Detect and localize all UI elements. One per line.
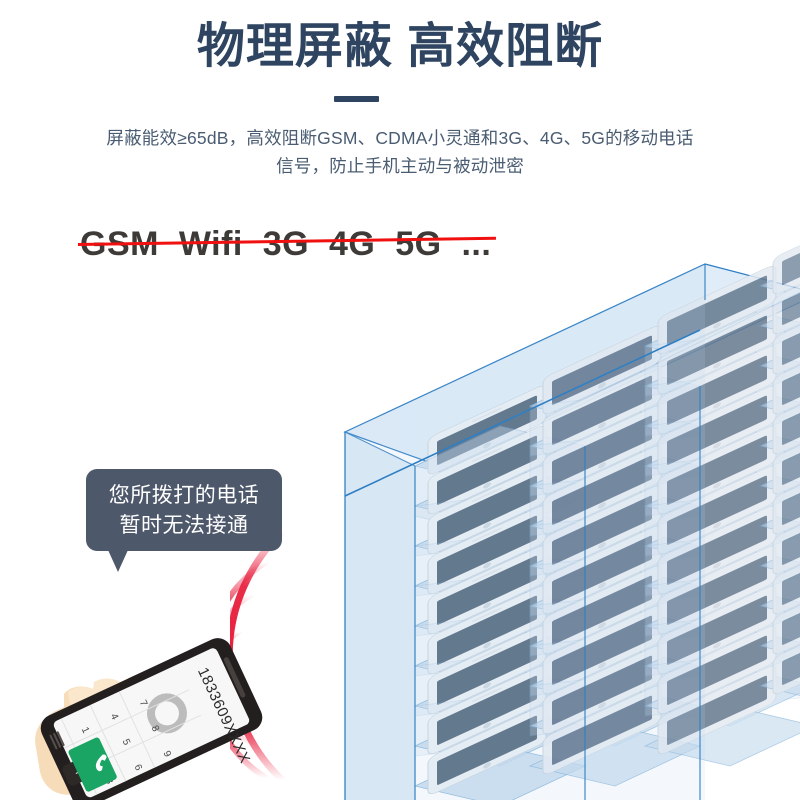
svg-text:1: 1 [79,726,92,736]
compartment-column [643,265,800,767]
bubble-tail [108,550,128,572]
compartment-cell [758,205,800,296]
compartment-cell [758,485,800,576]
compartment-cell [758,565,800,656]
title-divider [334,96,379,102]
compartment-cell [758,325,800,416]
call-failed-bubble: 您所拨打的电话 暂时无法接通 [86,469,282,551]
compartment-cell [758,245,800,336]
signal-arc [230,559,269,780]
compartment-grid [413,205,800,800]
svg-text:5: 5 [120,737,133,747]
page-title: 物理屏蔽 高效阻断 [196,20,604,73]
svg-text:7: 7 [137,698,150,708]
compartment-cell [643,665,800,767]
svg-text:8: 8 [149,724,162,734]
phone-call-button[interactable] [68,737,118,793]
smartphone: 1833609XXXX 1 2 3 4 5 6 7 8 9 [40,638,263,800]
call-failed-message: 您所拨打的电话 暂时无法接通 [108,484,260,537]
compartment-cell [758,365,800,456]
compartment-cell [758,285,800,376]
compartment-cell [758,525,800,616]
compartment-cell [758,445,800,536]
svg-text:6: 6 [131,763,144,773]
phone-speaker [49,731,65,750]
hand-holding-phone: 1833609XXXX 1 2 3 4 5 6 7 8 9 [35,638,263,800]
cabinet-front-glass [345,264,705,800]
signal-arc [230,530,286,780]
compartment-cell [758,605,800,696]
svg-text:4: 4 [108,712,121,722]
compartment-column [758,205,800,696]
svg-text:9: 9 [160,749,173,759]
compartment-cell [758,405,800,496]
cabinet-edges [344,264,706,800]
page-subtitle: 屏蔽能效≥65dB，高效阻断GSM、CDMA小灵通和3G、4G、5G的移动电话信… [106,128,694,176]
